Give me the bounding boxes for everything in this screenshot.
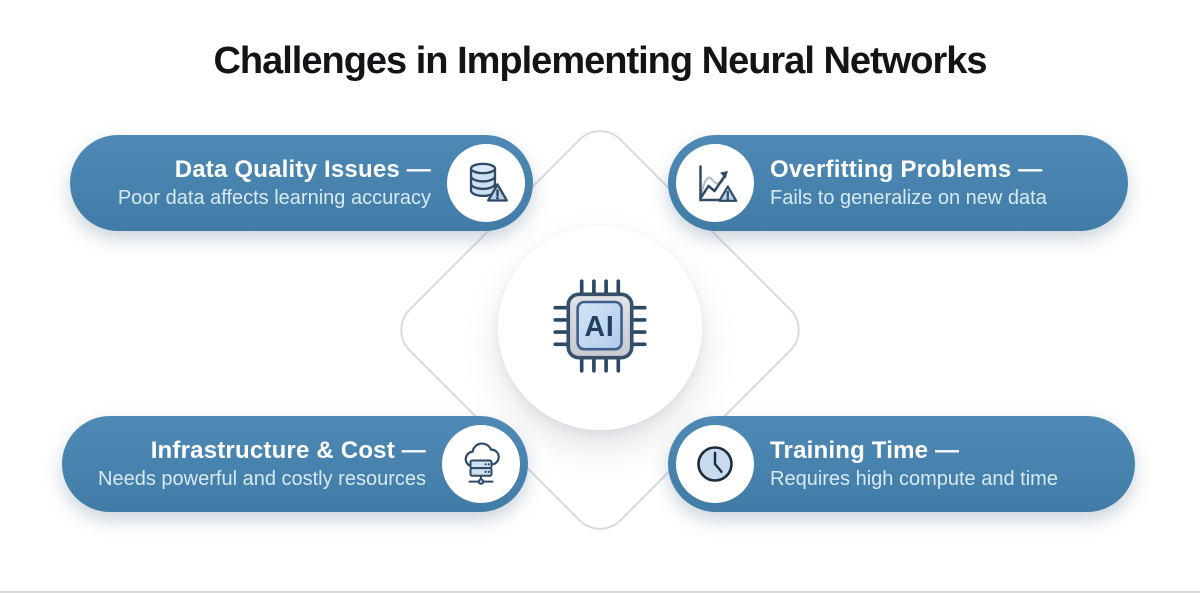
card-infrastructure-cost: Infrastructure & Cost — Needs powerful a…	[62, 416, 528, 512]
card-subtitle: Requires high compute and time	[770, 467, 1058, 490]
ai-chip-icon: AI	[539, 265, 661, 392]
center-circle: AI	[498, 226, 702, 430]
cloud-server-icon	[442, 425, 520, 503]
chip-label: AI	[585, 310, 615, 342]
clock-icon	[676, 425, 754, 503]
card-title: Infrastructure & Cost —	[150, 437, 426, 465]
card-title: Training Time —	[770, 437, 960, 465]
card-title: Overfitting Problems —	[770, 156, 1043, 184]
page-title: Challenges in Implementing Neural Networ…	[213, 40, 987, 82]
card-training-time: Training Time — Requires high compute an…	[668, 416, 1135, 512]
bottom-edge-line	[0, 591, 1200, 593]
card-data-quality: Data Quality Issues — Poor data affects …	[70, 135, 533, 231]
card-title: Data Quality Issues —	[174, 156, 431, 184]
chart-warning-icon	[676, 144, 754, 222]
database-warning-icon	[447, 144, 525, 222]
card-subtitle: Fails to generalize on new data	[770, 186, 1047, 209]
card-subtitle: Poor data affects learning accuracy	[117, 186, 431, 209]
card-overfitting: Overfitting Problems — Fails to generali…	[668, 135, 1128, 231]
card-subtitle: Needs powerful and costly resources	[98, 467, 426, 490]
